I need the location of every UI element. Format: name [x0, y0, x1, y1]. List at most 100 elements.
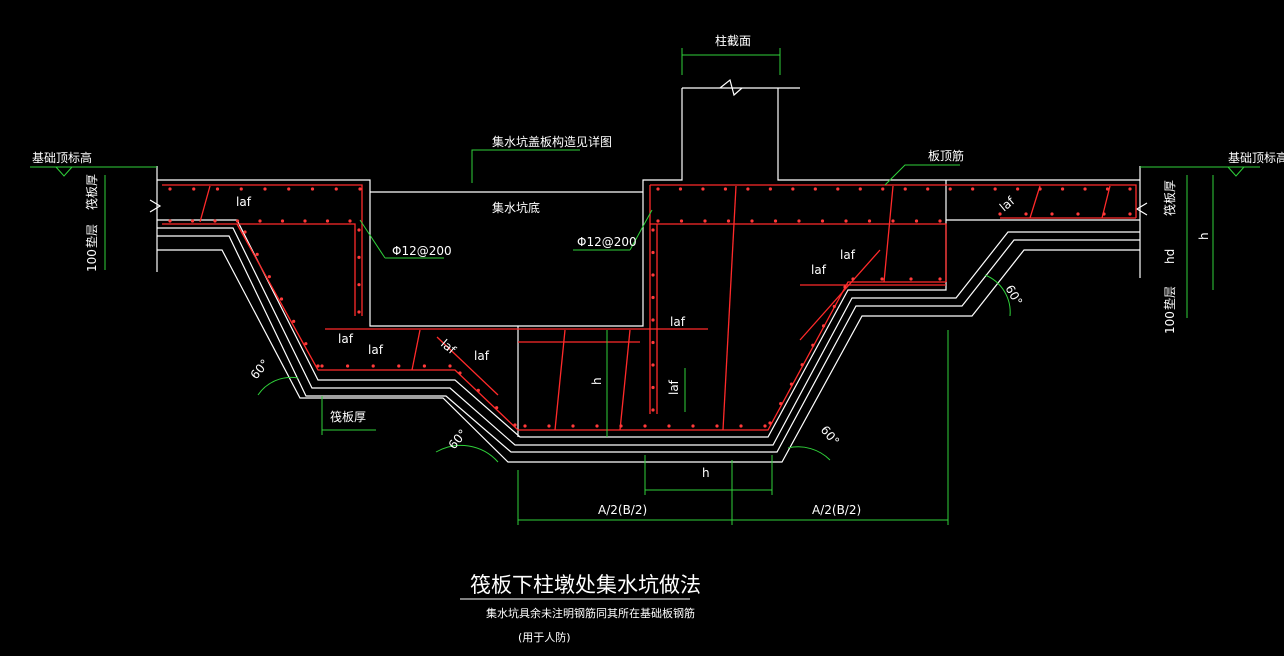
rebar-dot [891, 219, 895, 223]
rebar-dot [779, 401, 783, 406]
laf-4: laf [474, 349, 490, 363]
rebar-dot [938, 219, 942, 223]
rebar-dot [316, 364, 320, 368]
rebar-dot [881, 187, 885, 191]
rebar-dot [523, 424, 527, 428]
rebar-dot [768, 187, 772, 191]
pit-bottom-label: 集水坑底 [492, 200, 540, 215]
rebar-dot [371, 364, 375, 368]
rebar-dot [595, 424, 599, 428]
laf-9: laf [840, 248, 856, 262]
rebar-dot [750, 219, 754, 223]
rebar-dot [168, 187, 172, 191]
rebar-dot [651, 273, 655, 277]
rebar-dot [701, 187, 705, 191]
half-width-right: A/2(B/2) [812, 503, 861, 517]
rebar-dot [458, 371, 462, 375]
rebar-dot [357, 228, 361, 232]
annotations: 柱截面 集水坑盖板构造见详图 集水坑底 板顶筋 基础顶标高 基础顶标高 Φ12@… [32, 33, 1284, 517]
rebar-dot [263, 187, 267, 191]
angle-4: 60° [1002, 283, 1025, 308]
slab-top-rebar-label: 板顶筋 [928, 148, 964, 163]
rebar-dot [357, 283, 361, 287]
rebar-dot [746, 187, 750, 191]
angle-1: 60° [248, 357, 272, 382]
rebar-dots [168, 187, 1132, 428]
raft-thick-vert-right: 筏板厚 [1163, 180, 1177, 216]
rebar-dot [832, 304, 836, 309]
rebar-dot [651, 250, 655, 255]
rebar-dot [948, 187, 952, 191]
dim-100-left: 100 [85, 249, 99, 272]
rebar-dot [192, 187, 196, 191]
rebar-dot [239, 187, 243, 191]
rebar-dot [821, 324, 826, 328]
laf-8: laf [811, 263, 827, 277]
rebar-dot [346, 364, 350, 368]
rebar-dot [571, 424, 575, 428]
rebar-dot [1128, 212, 1132, 216]
rebar-dot [334, 187, 338, 191]
rebar-dot [691, 424, 695, 428]
rebar-dot [763, 424, 767, 428]
rebar-dot [1128, 187, 1132, 191]
rebar-dot [858, 187, 862, 191]
rebar-dot [667, 424, 671, 428]
column-section-label: 柱截面 [715, 33, 751, 48]
rebar-dot [1105, 187, 1110, 191]
dimension-lines [30, 48, 1260, 525]
rebar-dot [797, 219, 801, 223]
drawing-note: 集水坑具余未注明钢筋同其所在基础板钢筋 [486, 606, 695, 620]
drawing-title: 筏板下柱墩处集水坑做法 [470, 573, 701, 597]
rebar-dot [547, 424, 551, 428]
rebar-dot [843, 285, 847, 289]
rebar-dot [656, 219, 660, 223]
rebar-dot [651, 385, 655, 390]
rebar-dot [739, 424, 743, 428]
rebar-dot [703, 219, 707, 223]
rebar-dot [190, 219, 195, 223]
rebar-dot [267, 275, 271, 279]
rebar-dot [651, 340, 655, 345]
rebar-dot [287, 187, 291, 191]
rebar-dot [909, 277, 913, 281]
rebar-dot [243, 230, 247, 234]
rebar-dot [820, 219, 825, 223]
rebar-left-label: Φ12@200 [392, 244, 452, 258]
rebar-dot [651, 295, 655, 300]
rebar-right-label: Φ12@200 [577, 235, 637, 249]
laf-1: laf [236, 195, 252, 209]
rebar-dot [773, 219, 778, 223]
rebar-dot [348, 219, 352, 223]
rebar-dot [715, 424, 719, 428]
rebar-dot [1038, 187, 1042, 191]
cushion-left: 垫层 [84, 224, 99, 248]
rebar-dot [651, 228, 655, 232]
rebar-dot [235, 219, 240, 223]
rebar-dot [1102, 212, 1106, 216]
rebar-dot [851, 277, 855, 281]
rebar-lines [162, 184, 1137, 431]
rebar-dot [791, 187, 795, 191]
rebar-dot [651, 318, 655, 322]
rebar-dot [310, 187, 315, 191]
rebar-dot [357, 255, 361, 259]
rebar-dot [1024, 212, 1028, 216]
rebar-dot [213, 219, 217, 223]
rebar-dot [789, 382, 794, 386]
angle-3: 60° [818, 423, 842, 448]
h-bottom-label: h [702, 466, 710, 480]
laf-2: laf [338, 332, 354, 346]
rebar-dot [422, 364, 426, 368]
rebar-dot [880, 277, 884, 281]
h-right-label: h [1197, 232, 1211, 240]
rebar-dot [495, 406, 499, 410]
rebar-dot [867, 219, 872, 223]
h-pit-label: h [590, 377, 604, 385]
rebar-dot [448, 364, 452, 368]
laf-3: laf [368, 343, 384, 357]
rebar-dot [357, 310, 361, 314]
rebar-dot [325, 219, 330, 223]
rebar-dot [723, 187, 728, 191]
